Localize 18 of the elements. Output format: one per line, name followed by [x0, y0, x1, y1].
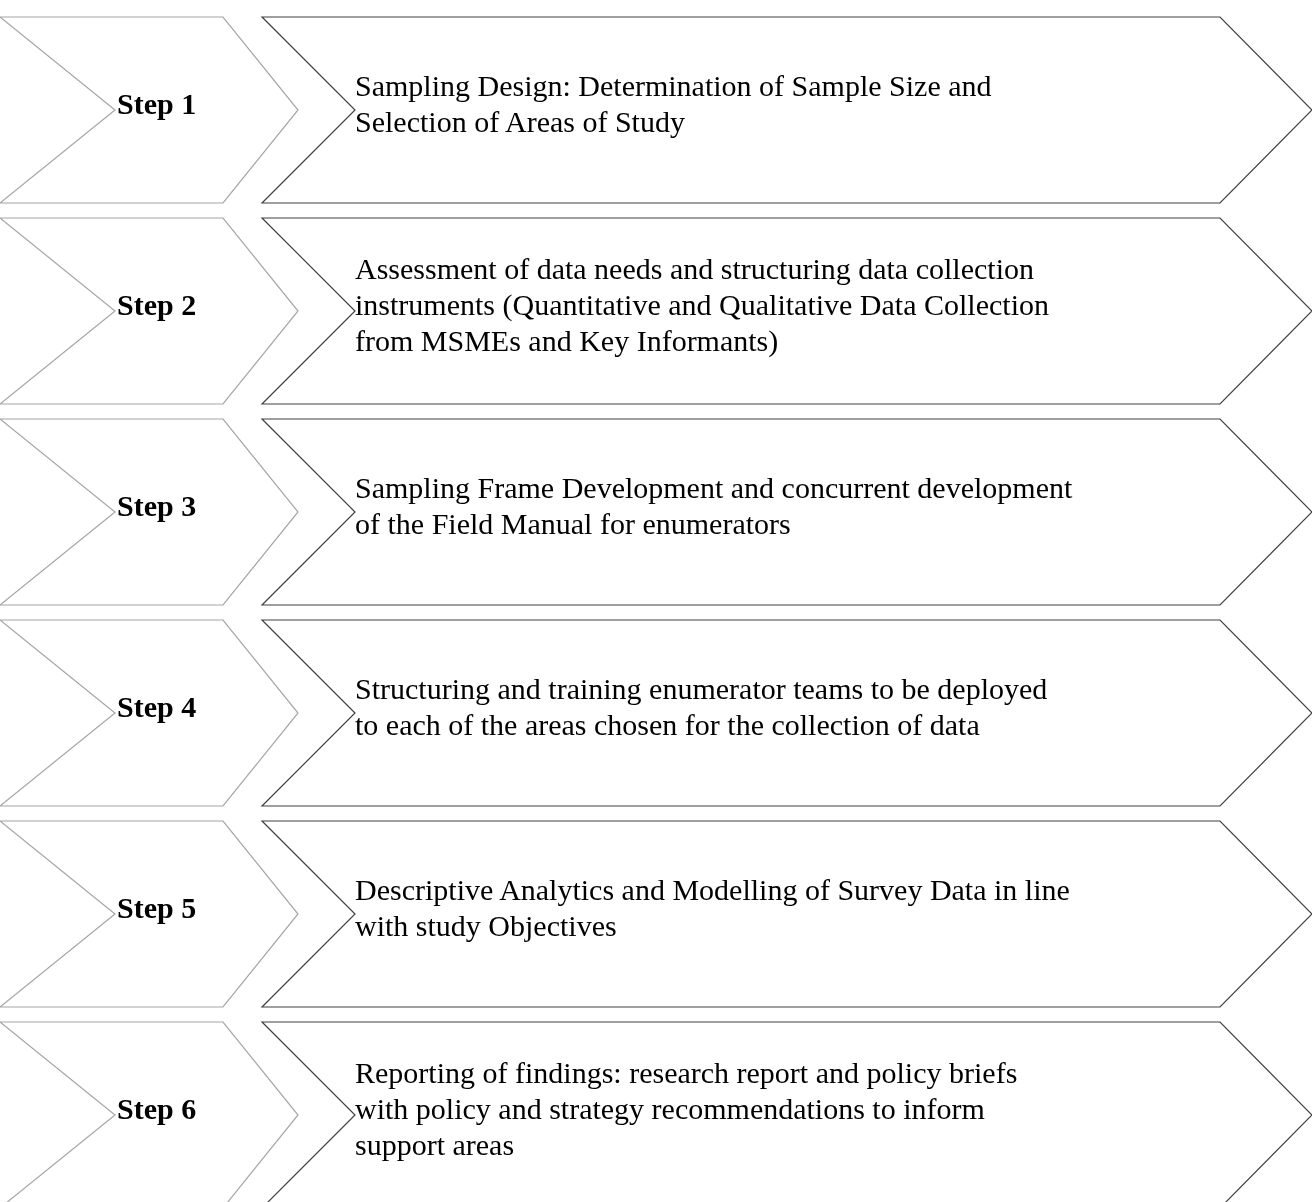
chevron-shape [0, 1022, 298, 1202]
step-description: Sampling Frame Development and concurrent development of the Field Manual for enumerators [355, 470, 1074, 542]
step-description: Reporting of findings: research report and policy briefs with policy and strategy recommendations to inform support areas [355, 1055, 1019, 1163]
chevron-shape [0, 821, 298, 1007]
step-label: Step 5 [117, 890, 197, 926]
step-label: Step 2 [117, 287, 197, 323]
step-label: Step 4 [117, 689, 197, 725]
step-label: Step 3 [117, 488, 197, 524]
step-description: Assessment of data needs and structuring data collection instruments (Quantitative and Qualitative Data Collection from MSMEs and Key Informants) [355, 251, 1050, 359]
step-label: Step 1 [117, 86, 197, 122]
step-description: Structuring and training enumerator teams to be deployed to each of the areas chosen for the collection of data [355, 671, 1049, 743]
step-description: Sampling Design: Determination of Sample Size and Selection of Areas of Study [355, 68, 993, 140]
step-label: Step 6 [117, 1091, 197, 1127]
chevron-shape [0, 218, 298, 404]
chevron-shape [0, 17, 298, 203]
step-description: Descriptive Analytics and Modelling of Survey Data in line with study Objectives [355, 872, 1071, 944]
chevron-shape [0, 620, 298, 806]
chevron-shape [0, 419, 298, 605]
